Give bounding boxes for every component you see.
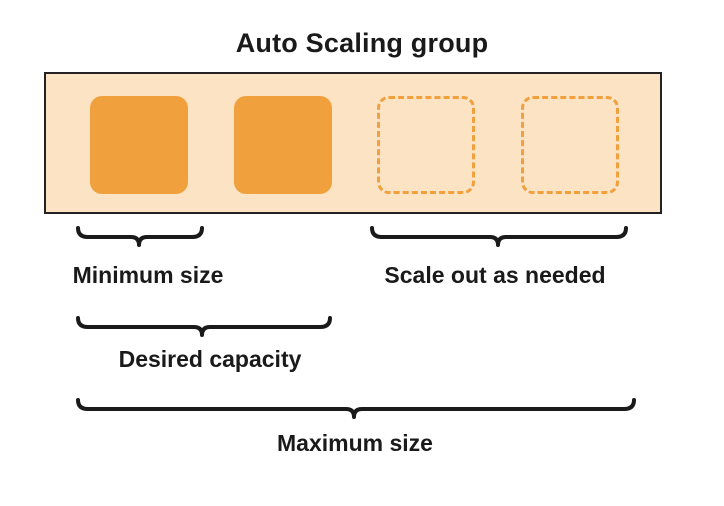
instance-2-running bbox=[234, 96, 332, 194]
instance-1-running bbox=[90, 96, 188, 194]
minimum-size-label: Minimum size bbox=[72, 262, 224, 288]
scale-out-label: Scale out as needed bbox=[384, 262, 606, 288]
desired-capacity-brace bbox=[76, 316, 332, 337]
desired-capacity-label: Desired capacity bbox=[118, 346, 302, 372]
diagram-title: Auto Scaling group bbox=[235, 28, 489, 58]
maximum-size-label: Maximum size bbox=[277, 430, 433, 456]
minimum-size-brace bbox=[76, 226, 204, 247]
instance-4-potential bbox=[521, 96, 619, 194]
scale-out-brace bbox=[370, 226, 628, 247]
maximum-size-brace bbox=[76, 398, 636, 419]
instance-3-potential bbox=[377, 96, 475, 194]
